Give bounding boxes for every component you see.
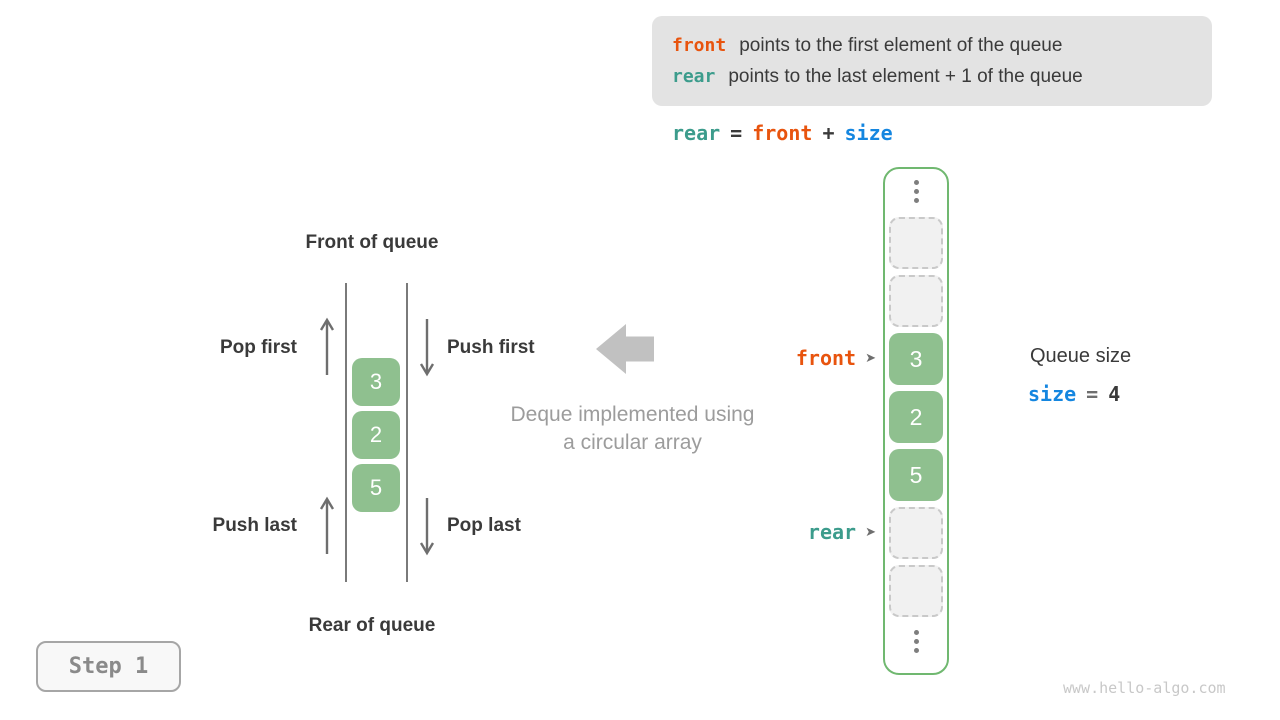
size-value: 4 [1108,382,1121,406]
rear-of-queue-label: Rear of queue [308,615,436,636]
pop-first-up-arrow-icon [319,317,335,377]
legend-line-front: front points to the first element of the… [672,35,1192,57]
pointer-legend-box: front points to the first element of the… [652,16,1212,106]
formula-front: front [752,121,813,145]
ellipsis-bottom-icon [913,629,919,653]
caption-line-1: Deque implemented using [510,403,755,426]
deque-cell: 2 [352,411,400,459]
size-equals: = [1086,382,1099,406]
left-block-arrow-icon [596,324,654,379]
legend-rear-text: points to the last element + 1 of the qu… [728,65,1083,87]
formula-plus: + [822,121,835,145]
watermark: www.hello-algo.com [1063,679,1226,697]
pointer-arrow-icon: ➤ [865,524,876,539]
circular-array: 3 2 5 [883,167,949,675]
legend-line-rear: rear points to the last element + 1 of t… [672,66,1192,88]
queue-size-value: size = 4 [1028,382,1120,406]
front-pointer-label: front [795,346,857,370]
array-cell-filled: 3 [889,333,943,385]
figure-caption: Deque implemented using a circular array [460,401,805,457]
formula-equals: = [730,121,743,145]
rear-pointer: rear ➤ [710,520,876,544]
array-cell-empty [889,275,943,327]
caption-line-2: a circular array [563,431,702,454]
rear-keyword: rear [672,65,716,87]
front-keyword: front [672,34,727,56]
size-keyword: size [1028,382,1077,406]
formula-size: size [844,121,893,145]
push-first-down-arrow-icon [419,317,435,377]
step-badge: Step 1 [36,641,181,692]
front-of-queue-label: Front of queue [305,232,439,253]
array-cell-empty [889,565,943,617]
array-cell-empty [889,217,943,269]
pop-last-down-arrow-icon [419,496,435,556]
deque-cell: 3 [352,358,400,406]
rear-formula: rear = front + size [672,121,893,145]
ellipsis-top-icon [913,179,919,203]
deque-cell: 5 [352,464,400,512]
pop-first-label: Pop first [219,337,297,358]
array-cells: 3 2 5 [889,217,943,617]
queue-channel-left-line [345,283,347,582]
front-pointer: front ➤ [710,346,876,370]
array-cell-filled: 2 [889,391,943,443]
queue-channel-right-line [406,283,408,582]
pointer-arrow-icon: ➤ [865,350,876,365]
push-first-label: Push first [447,337,535,358]
pop-last-label: Pop last [447,515,521,536]
rear-pointer-label: rear [807,520,857,544]
queue-size-title: Queue size [1030,345,1132,367]
push-last-up-arrow-icon [319,496,335,556]
deque-value-stack: 3 2 5 [352,358,400,512]
formula-rear: rear [672,121,721,145]
push-last-label: Push last [212,515,297,536]
array-cell-empty [889,507,943,559]
array-cell-filled: 5 [889,449,943,501]
legend-front-text: points to the first element of the queue [739,34,1063,56]
